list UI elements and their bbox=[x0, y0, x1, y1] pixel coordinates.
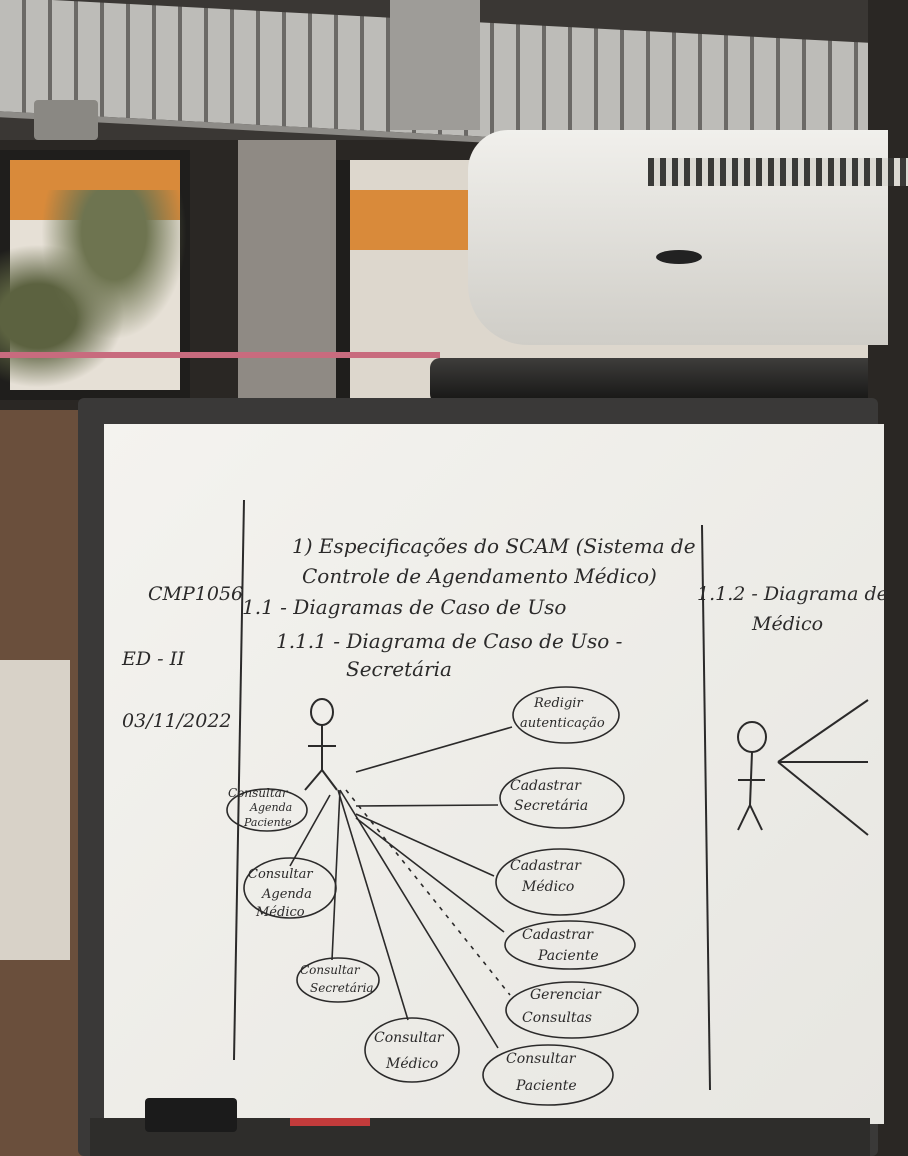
use-case-label: Cadastrar bbox=[510, 858, 582, 874]
use-case-label: Paciente bbox=[515, 1078, 577, 1094]
use-case-labels: Redigir autenticação Cadastrar Secretári… bbox=[228, 696, 605, 1094]
projector-screen-bar bbox=[430, 358, 868, 404]
course-name: ED - II bbox=[121, 648, 185, 670]
use-case-ellipses bbox=[226, 686, 639, 1106]
divider-left bbox=[233, 499, 245, 1061]
actor-secretaria bbox=[304, 698, 338, 791]
palm-leaves bbox=[0, 190, 190, 400]
title-line-1: 1) Especificações do SCAM (Sistema de bbox=[292, 534, 696, 558]
course-code: CMP1056 bbox=[148, 583, 243, 605]
use-case-label: Consultar bbox=[374, 1030, 445, 1046]
subsection-line-2: Secretária bbox=[346, 657, 452, 681]
use-case-label: Paciente bbox=[537, 948, 599, 964]
divider-right bbox=[701, 524, 711, 1091]
use-case-label: Agenda bbox=[261, 887, 312, 902]
use-case-label: Agenda bbox=[249, 801, 292, 814]
use-case-label: Paciente bbox=[243, 816, 292, 829]
date: 03/11/2022 bbox=[122, 710, 232, 732]
use-case-label: Consultar bbox=[506, 1051, 577, 1067]
use-case-label: Consultas bbox=[522, 1010, 592, 1026]
title-line-2: Controle de Agendamento Médico) bbox=[302, 564, 657, 588]
use-case-label: autenticação bbox=[520, 716, 605, 731]
use-case-label: Consultar bbox=[248, 867, 313, 882]
section-title: 1.1 - Diagramas de Caso de Uso bbox=[242, 595, 566, 619]
air-conditioner bbox=[468, 130, 908, 345]
doorway bbox=[0, 660, 70, 960]
concrete-column bbox=[238, 140, 336, 410]
subsection-line-1: 1.1.1 - Diagrama de Caso de Uso - bbox=[276, 629, 623, 653]
ac-grille bbox=[648, 158, 908, 186]
whiteboard-writing: CMP1056 ED - II 03/11/2022 1) Especifica… bbox=[121, 499, 869, 1106]
use-case-label: Secretária bbox=[514, 798, 588, 814]
window-shade bbox=[350, 190, 490, 250]
use-case-label: Médico bbox=[521, 879, 574, 895]
wall-left bbox=[0, 410, 90, 1156]
use-case-label: Cadastrar bbox=[510, 778, 582, 794]
use-case-label: Redigir bbox=[533, 696, 583, 711]
use-case-label: Médico bbox=[255, 905, 305, 920]
use-case-label: Cadastrar bbox=[522, 927, 594, 943]
junction-box bbox=[34, 100, 98, 140]
associations bbox=[289, 726, 513, 1049]
use-case-label: Secretária bbox=[310, 981, 374, 995]
red-marker bbox=[290, 1118, 370, 1126]
ac-sensor bbox=[656, 250, 702, 264]
use-case-label: Gerenciar bbox=[530, 987, 602, 1003]
right-heading-line-1: 1.1.2 - Diagrama de bbox=[697, 583, 888, 605]
use-case-label: Consultar bbox=[228, 786, 289, 800]
actor-medico bbox=[737, 699, 869, 836]
tray-bracket bbox=[390, 0, 480, 130]
use-case-label: Consultar bbox=[300, 963, 361, 977]
pink-pipe bbox=[0, 352, 440, 358]
eraser bbox=[145, 1098, 237, 1132]
right-heading-line-2: Médico bbox=[751, 613, 823, 635]
use-case-label: Médico bbox=[385, 1056, 438, 1072]
